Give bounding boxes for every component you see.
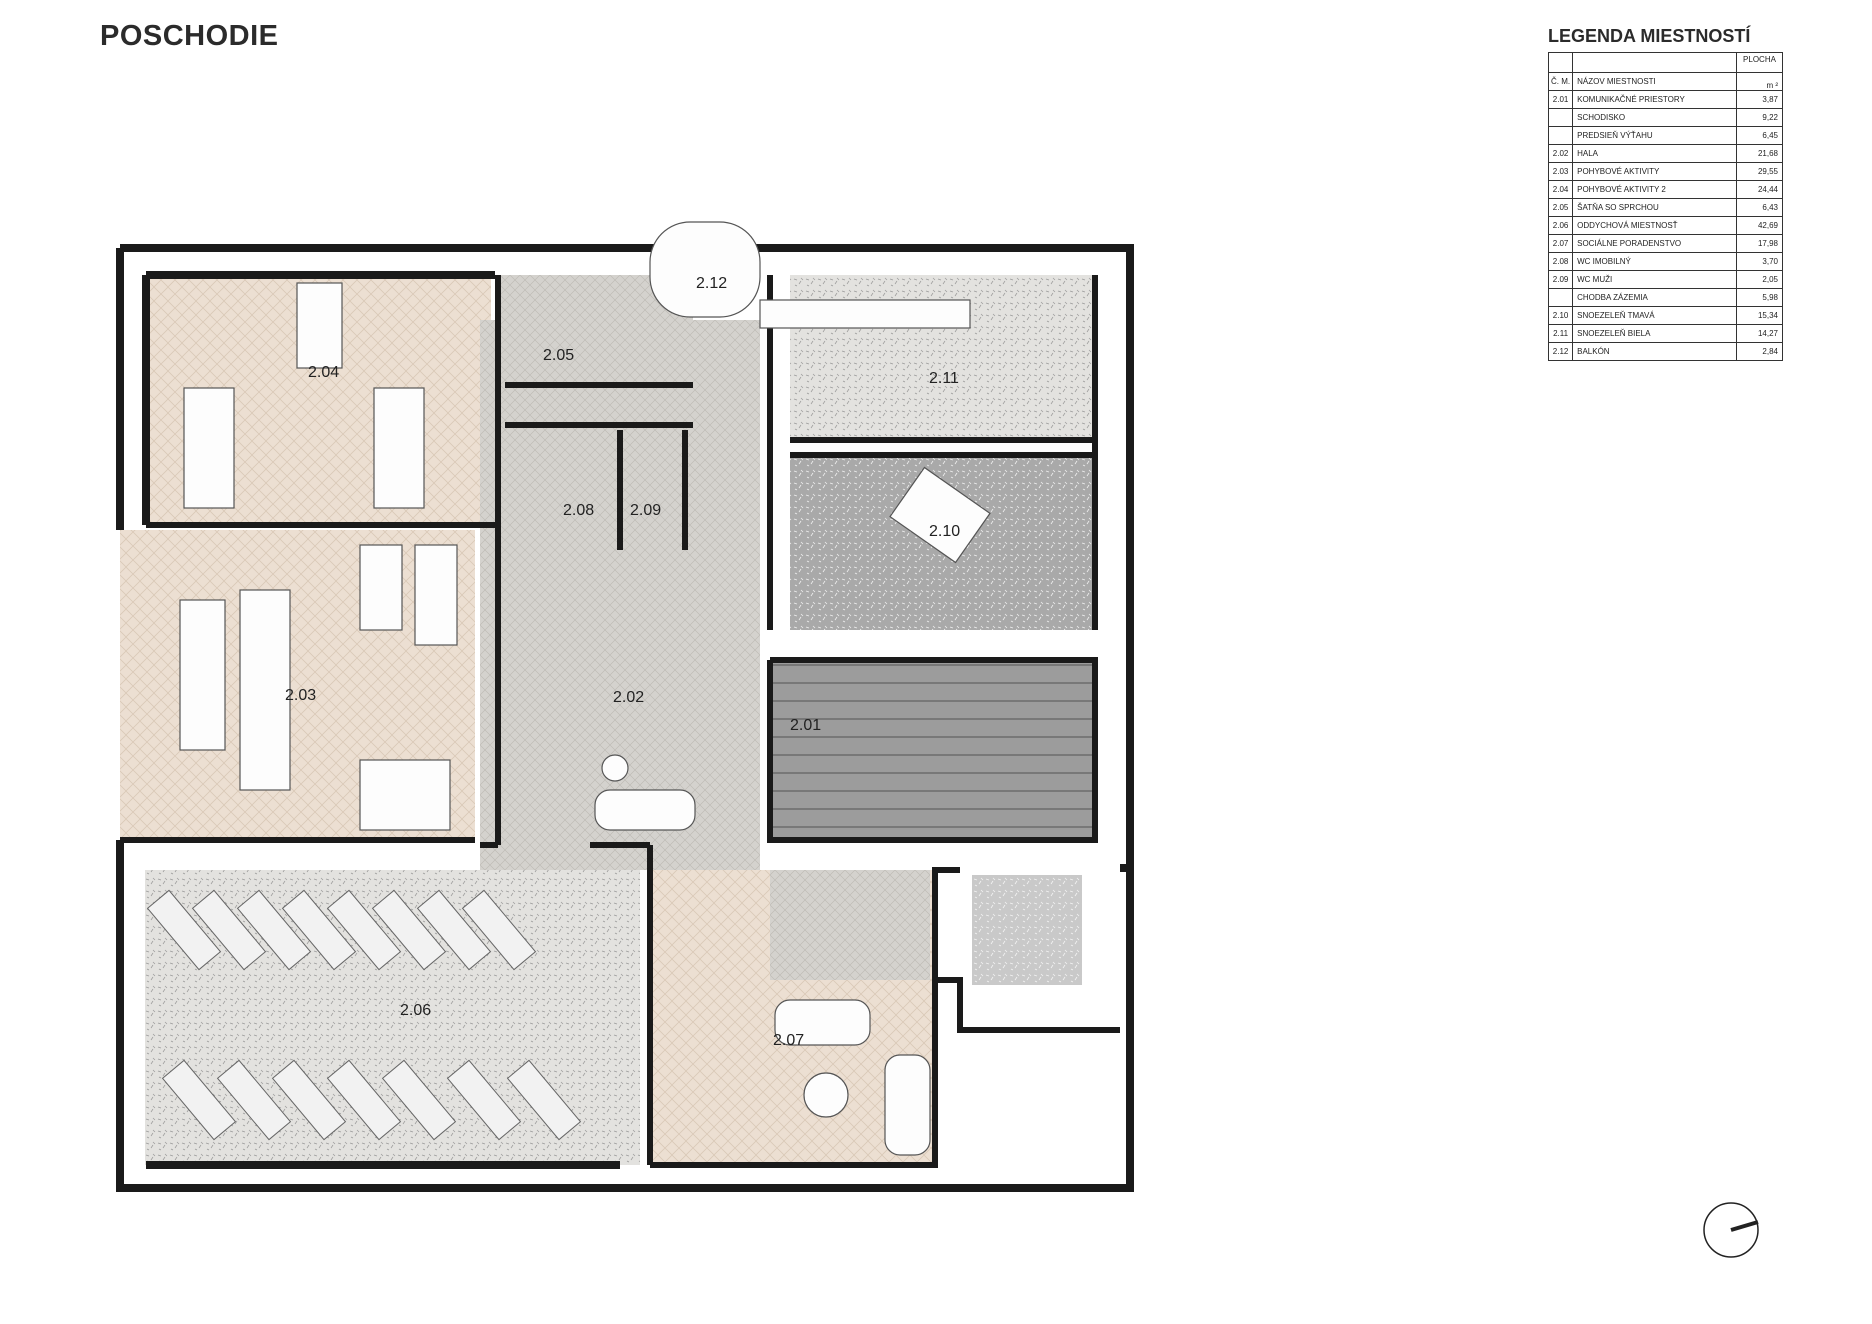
vestibule-floor [770,870,930,980]
bathtub-2-07-b [884,1054,931,1156]
legend-room-area: 2,84 [1736,342,1783,361]
legend-room-number: 2.12 [1547,342,1574,361]
room-label-2-08: 2.08 [563,502,594,519]
lounge-chairs-2-06 [146,889,582,1141]
room-label-2-04: 2.04 [308,364,339,381]
mat-2-03-c [359,759,451,831]
legend-room-number: 2.08 [1547,252,1574,271]
legend-title: LEGENDA MIESTNOSTÍ [1548,26,1751,46]
room-label-2-07: 2.07 [773,1032,804,1049]
shelf-2-03 [179,599,226,751]
room-2-08-floor [505,430,615,550]
round-table-hall [601,754,629,782]
legend-header-row: PLOCHA [1547,52,1783,73]
inner-walls [120,275,1120,1168]
bed-2-10 [889,466,991,564]
mat-2-03-b [414,544,458,646]
elevator-floor [972,875,1082,985]
mat-right [373,387,425,509]
room-label-2-06: 2.06 [400,1002,431,1019]
room-2-02-floor [480,320,760,870]
mat-left [183,387,235,509]
furniture [179,221,991,1156]
balcony-2-12 [649,221,761,318]
outer-walls [116,244,1134,1192]
room-label-2-01: 2.01 [790,717,821,734]
round-table-2-07 [803,1072,849,1118]
bathtub-hall [594,789,696,831]
mat-2-03-a [359,544,403,631]
room-2-09-floor [620,430,685,550]
room-label-2-10: 2.10 [929,523,960,540]
page-title: POSCHODIE [100,20,279,52]
room-label-2-09: 2.09 [630,502,661,519]
room-label-2-02: 2.02 [613,689,644,706]
room-label-2-11: 2.11 [929,370,959,387]
room-2-01-floor [770,660,1095,840]
room-legend: LEGENDA MIESTNOSTÍ PLOCHA Č. M. NÁZOV MI… [1547,26,1783,361]
mat-top [296,282,343,369]
room-label-2-05: 2.05 [543,347,574,364]
bathtub-2-07 [774,999,871,1046]
legend-room-area: 21,68 [1736,144,1783,163]
room-label-2-12: 2.12 [696,275,727,292]
stair-model [239,589,291,791]
kitchen-counter [759,299,971,329]
legend-room-number: 2.04 [1547,180,1574,199]
room-label-2-03: 2.03 [285,687,316,704]
compass-icon [1703,1202,1759,1258]
